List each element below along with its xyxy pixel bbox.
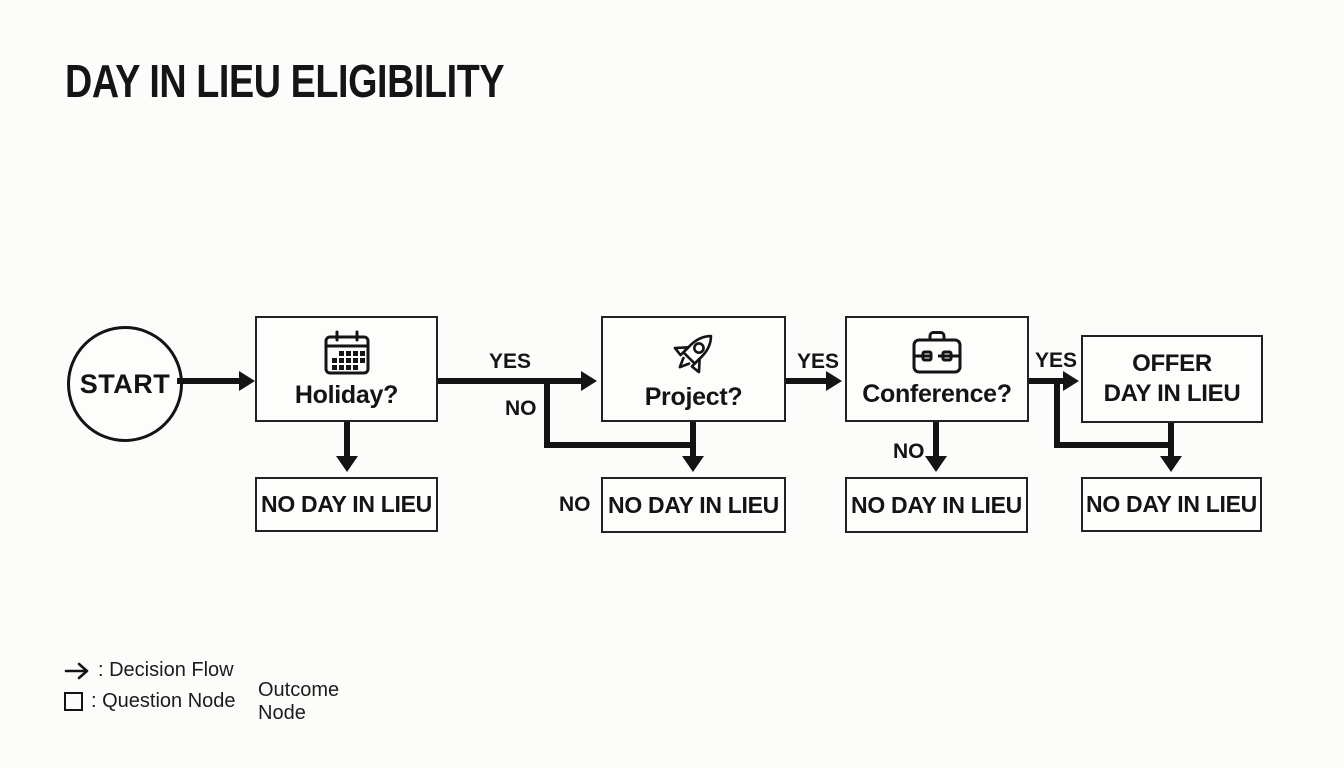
legend-outcome-node: Outcome Node (258, 679, 339, 724)
arrowhead-project-conference (826, 371, 842, 391)
edge-project-outcome2 (690, 421, 696, 458)
outcome-node-4: NO DAY IN LIEU (1081, 477, 1262, 532)
arrowhead-holiday-project (581, 371, 597, 391)
edge-start-holiday (177, 378, 241, 384)
label-holiday-yes: YES (489, 350, 532, 373)
edge-offer-branch-drop (1054, 380, 1060, 448)
outcome-label-1: NO DAY IN LIEU (261, 491, 432, 517)
offer-label-line2: DAY IN LIEU (1103, 380, 1241, 407)
start-label: START (79, 368, 171, 399)
arrowhead-conference-outcome3 (925, 456, 947, 472)
square-outline-icon (64, 692, 83, 711)
edge-offer-branch-run (1054, 442, 1174, 448)
label-project-yes: YES (797, 350, 840, 373)
arrowhead-project-outcome2 (682, 456, 704, 472)
legend: : Decision Flow : Question Node Outcome … (64, 655, 339, 724)
offer-label-line1: OFFER (1132, 350, 1212, 377)
arrowhead-holiday-outcome1 (336, 456, 358, 472)
edge-project-conference (785, 378, 828, 384)
outcome-node-2: NO DAY IN LIEU (601, 477, 786, 533)
arrowhead-start-holiday (239, 371, 255, 391)
label-conference-yes: YES (1035, 349, 1078, 372)
outcome-label-4: NO DAY IN LIEU (1086, 491, 1257, 517)
legend-decision-flow: : Decision Flow (64, 655, 236, 686)
edge-conference-outcome3 (933, 421, 939, 458)
start-node: START (67, 326, 183, 442)
arrow-icon (64, 662, 90, 680)
outcome-label-2: NO DAY IN LIEU (608, 491, 779, 518)
arrowhead-offer-outcome4 (1160, 456, 1182, 472)
edge-conference-offer (1028, 378, 1065, 384)
outcome-node-1: NO DAY IN LIEU (255, 477, 438, 532)
calendar-icon (322, 329, 372, 377)
outcome-node-offer: OFFER DAY IN LIEU (1081, 335, 1263, 423)
edge-holiday-no-run (544, 442, 696, 448)
label-holiday-no-top: NO (505, 397, 537, 420)
question-node-project: Project? (601, 316, 786, 422)
legend-question-node-label: : Question Node (91, 690, 236, 712)
question-label-holiday: Holiday? (294, 380, 399, 409)
legend-decision-flow-label: : Decision Flow (98, 659, 234, 681)
edge-holiday-outcome1 (344, 421, 350, 458)
question-node-holiday: Holiday? (255, 316, 438, 422)
question-node-conference: Conference? (845, 316, 1029, 422)
label-holiday-no-side: NO (559, 493, 591, 516)
rocket-icon (667, 327, 721, 379)
arrowhead-conference-offer (1063, 371, 1079, 391)
edge-holiday-no-drop (544, 380, 550, 448)
edge-holiday-project (437, 378, 583, 384)
question-label-project: Project? (644, 382, 743, 411)
outcome-node-3: NO DAY IN LIEU (845, 477, 1028, 533)
legend-question-node: : Question Node (64, 686, 236, 717)
page-title: DAY IN LIEU ELIGIBILITY (65, 55, 505, 107)
legend-outcome-node-label: Outcome Node (258, 678, 340, 724)
outcome-label-3: NO DAY IN LIEU (851, 491, 1022, 518)
label-conference-no: NO (893, 440, 925, 463)
briefcase-icon (910, 330, 964, 376)
question-label-conference: Conference? (862, 379, 1012, 408)
edge-offer-outcome4 (1168, 421, 1174, 458)
